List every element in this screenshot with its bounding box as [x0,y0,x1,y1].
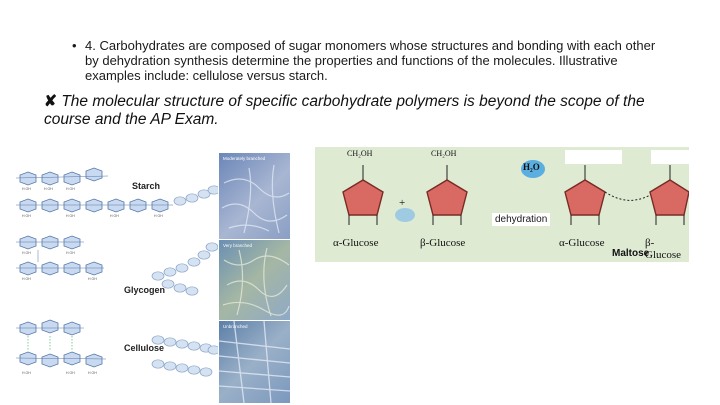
starch-micrograph: Moderately branched [219,153,290,239]
maltose-alpha-ring [565,180,605,215]
bullet-marker: • [72,38,77,53]
blank-box-2 [651,150,689,164]
svg-text:H OH: H OH [22,371,31,375]
maltose-label: Maltose [612,248,649,259]
svg-text:H OH: H OH [66,187,75,191]
svg-text:H OH: H OH [44,187,53,191]
glycogen-structure: H OH H OH H OH H OH [16,236,218,295]
ch2oh-label-1: CH₂OH [347,149,372,158]
plus-sign: + [399,197,405,209]
svg-text:H OH: H OH [88,277,97,281]
cellulose-label: Cellulose [124,343,164,353]
glycogen-micrograph: Very branched [219,240,290,320]
svg-text:H OH: H OH [22,251,31,255]
exclusion-text: The molecular structure of specific carb… [44,93,645,128]
glycogen-label: Glycogen [124,285,165,295]
starch-granules-image [219,153,290,239]
exclusion-statement: ✘ The molecular structure of specific ca… [44,93,694,129]
cellulose-fibers-image [219,321,290,403]
learning-objective-bullet: • 4. Carbohydrates are composed of sugar… [72,38,672,83]
svg-text:H OH: H OH [22,214,31,218]
svg-text:H OH: H OH [88,371,97,375]
product-beta-glucose-label: β-Glucose [645,237,689,261]
cellulose-structure: H OH H OH H OH [16,320,218,376]
maltose-beta-ring [650,180,689,215]
starch-structure: H OH H OH H OH H OH H OH H OH H OH [16,168,218,218]
beta-glucose-label: β-Glucose [420,237,465,249]
glycogen-granules-image [219,240,290,320]
svg-text:H OH: H OH [22,277,31,281]
alpha-glucose-label: α-Glucose [333,237,378,249]
dehydration-label: dehydration [492,213,550,226]
learning-objective-text: 4. Carbohydrates are composed of sugar m… [72,38,672,83]
svg-text:H OH: H OH [110,214,119,218]
ch2oh-label-2: CH₂OH [431,149,456,158]
blank-box-1 [565,150,622,164]
water-label: H₂O [523,162,540,172]
exclusion-marker-icon: ✘ [44,93,57,110]
svg-text:H OH: H OH [66,251,75,255]
cellulose-micrograph: Unbranched [219,321,290,403]
svg-text:H OH: H OH [154,214,163,218]
starch-label: Starch [132,181,160,191]
product-alpha-glucose-label: α-Glucose [559,237,604,249]
svg-text:H OH: H OH [22,187,31,191]
alpha-glucose-ring [343,180,383,215]
svg-text:H OH: H OH [66,214,75,218]
dehydration-reaction-figure: H₂O CH₂OH CH₂OH + α-Glucose β-Glucose α-… [315,147,689,262]
svg-text:H OH: H OH [66,371,75,375]
beta-glucose-ring [427,180,467,215]
